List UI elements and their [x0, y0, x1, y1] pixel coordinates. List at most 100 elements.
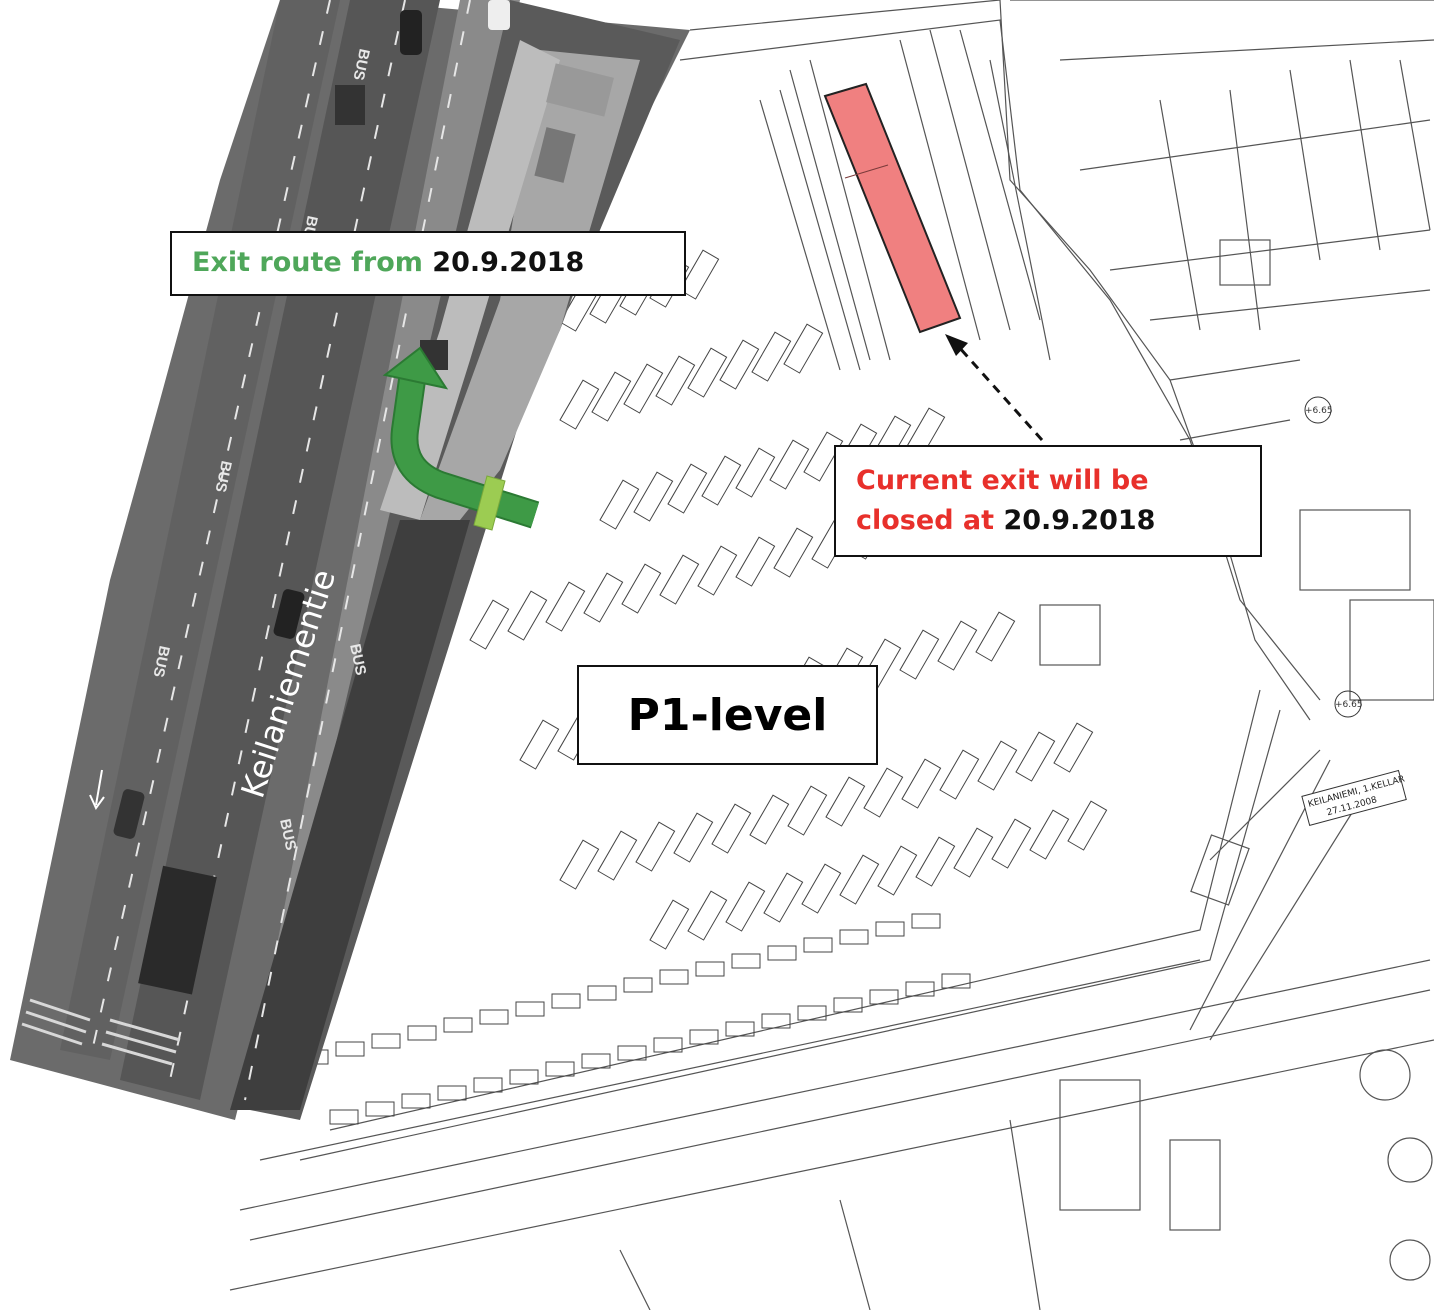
parking-stall: [371, 1033, 401, 1049]
bus-marking: BUS: [346, 642, 369, 677]
parking-stall: [877, 845, 918, 896]
parking-stall: [587, 985, 617, 1001]
parking-stall: [953, 827, 994, 878]
parking-stall: [473, 1077, 503, 1093]
parking-stall: [509, 1069, 539, 1085]
parking-stall: [479, 1009, 509, 1025]
car-icon: [273, 589, 305, 639]
current-exit-text: Current exit will be: [856, 465, 1149, 496]
exit-route-text: Exit route from: [192, 247, 423, 278]
floor-plan: [229, 0, 1434, 1310]
parking-stall: [583, 572, 624, 623]
parking-stall: [507, 590, 548, 641]
parking-stall: [803, 937, 833, 953]
parking-stall: [863, 767, 904, 818]
bus-marking: BUS: [212, 459, 235, 494]
bus-marking: BUS: [276, 817, 299, 852]
exit-route-callout: Exit route from 20.9.2018: [170, 231, 686, 296]
bus-marking: BUS: [350, 47, 373, 82]
parking-stall: [1015, 731, 1056, 782]
parking-stall: [751, 331, 792, 382]
parking-stall: [673, 812, 714, 863]
parking-stall: [783, 323, 824, 374]
parking-stall: [335, 1041, 365, 1057]
car-icon: [113, 789, 145, 839]
parking-stall: [833, 997, 863, 1013]
parking-stall: [687, 347, 728, 398]
parking-stall: [797, 1005, 827, 1021]
parking-stall: [633, 471, 674, 522]
parking-stall: [991, 818, 1032, 869]
parking-stall: [825, 776, 866, 827]
parking-stall: [875, 921, 905, 937]
parking-stall: [803, 431, 844, 482]
parking-stall: [659, 554, 700, 605]
parking-stall: [581, 1053, 611, 1069]
current-exit-date: 20.9.2018: [1003, 505, 1156, 536]
parking-stall: [711, 803, 752, 854]
current-exit-callout: Current exit will be closed at 20.9.2018: [834, 445, 1262, 557]
parking-stall: [597, 830, 638, 881]
pointer-arrow: [956, 345, 1044, 441]
parking-stall: [599, 479, 640, 530]
parking-stall: [763, 872, 804, 923]
parking-stall: [443, 1017, 473, 1033]
parking-stall: [1029, 809, 1070, 860]
level-text: P1-level: [627, 690, 828, 741]
parking-stall: [515, 1001, 545, 1017]
parking-stall: [545, 1061, 575, 1077]
parking-stall: [519, 719, 560, 770]
parking-stall: [623, 363, 664, 414]
parking-stall: [551, 993, 581, 1009]
parking-stall: [725, 881, 766, 932]
parking-stall: [401, 1093, 431, 1109]
bus-marking: BUS: [150, 644, 173, 679]
elevation-mark: +6.65: [1335, 700, 1363, 710]
parking-stall: [915, 836, 956, 887]
parking-stall: [801, 863, 842, 914]
current-exit-closed-text: closed at: [856, 505, 995, 536]
parking-stall: [725, 1021, 755, 1037]
parking-stall: [735, 536, 776, 587]
parking-stall: [697, 545, 738, 596]
parking-stall: [559, 839, 600, 890]
parking-stall: [687, 890, 728, 941]
parking-stall: [731, 953, 761, 969]
parking-stall: [911, 913, 941, 929]
parking-stall: [655, 355, 696, 406]
parking-stall: [623, 977, 653, 993]
parking-stall: [767, 945, 797, 961]
parking-stall: [773, 527, 814, 578]
parking-stall: [407, 1025, 437, 1041]
parking-stall: [545, 581, 586, 632]
parking-stall: [659, 969, 689, 985]
parking-stall: [559, 379, 600, 430]
parking-stall: [719, 339, 760, 390]
parking-stall: [869, 989, 899, 1005]
parking-stall: [365, 1101, 395, 1117]
parking-stall: [689, 1029, 719, 1045]
parking-stall: [469, 599, 510, 650]
parking-stall: [901, 758, 942, 809]
parking-stall: [617, 1045, 647, 1061]
level-label: P1-level: [577, 665, 878, 765]
parking-stall: [667, 463, 708, 514]
parking-stall: [939, 749, 980, 800]
exit-route-arrow-icon: [382, 346, 540, 529]
parking-stall: [975, 611, 1016, 662]
parking-stall: [839, 854, 880, 905]
parking-stall: [621, 563, 662, 614]
parking-stall: [977, 740, 1018, 791]
parking-stall: [839, 929, 869, 945]
exit-route-date: 20.9.2018: [432, 247, 585, 278]
closed-exit-area: [823, 82, 962, 334]
parking-stall: [695, 961, 725, 977]
parking-stall: [749, 794, 790, 845]
car-icon: [400, 10, 422, 55]
parking-stall: [761, 1013, 791, 1029]
car-icon: [488, 0, 510, 30]
parking-stall: [787, 785, 828, 836]
parking-stall: [941, 973, 971, 989]
lane-arrow-icon: [95, 769, 103, 806]
